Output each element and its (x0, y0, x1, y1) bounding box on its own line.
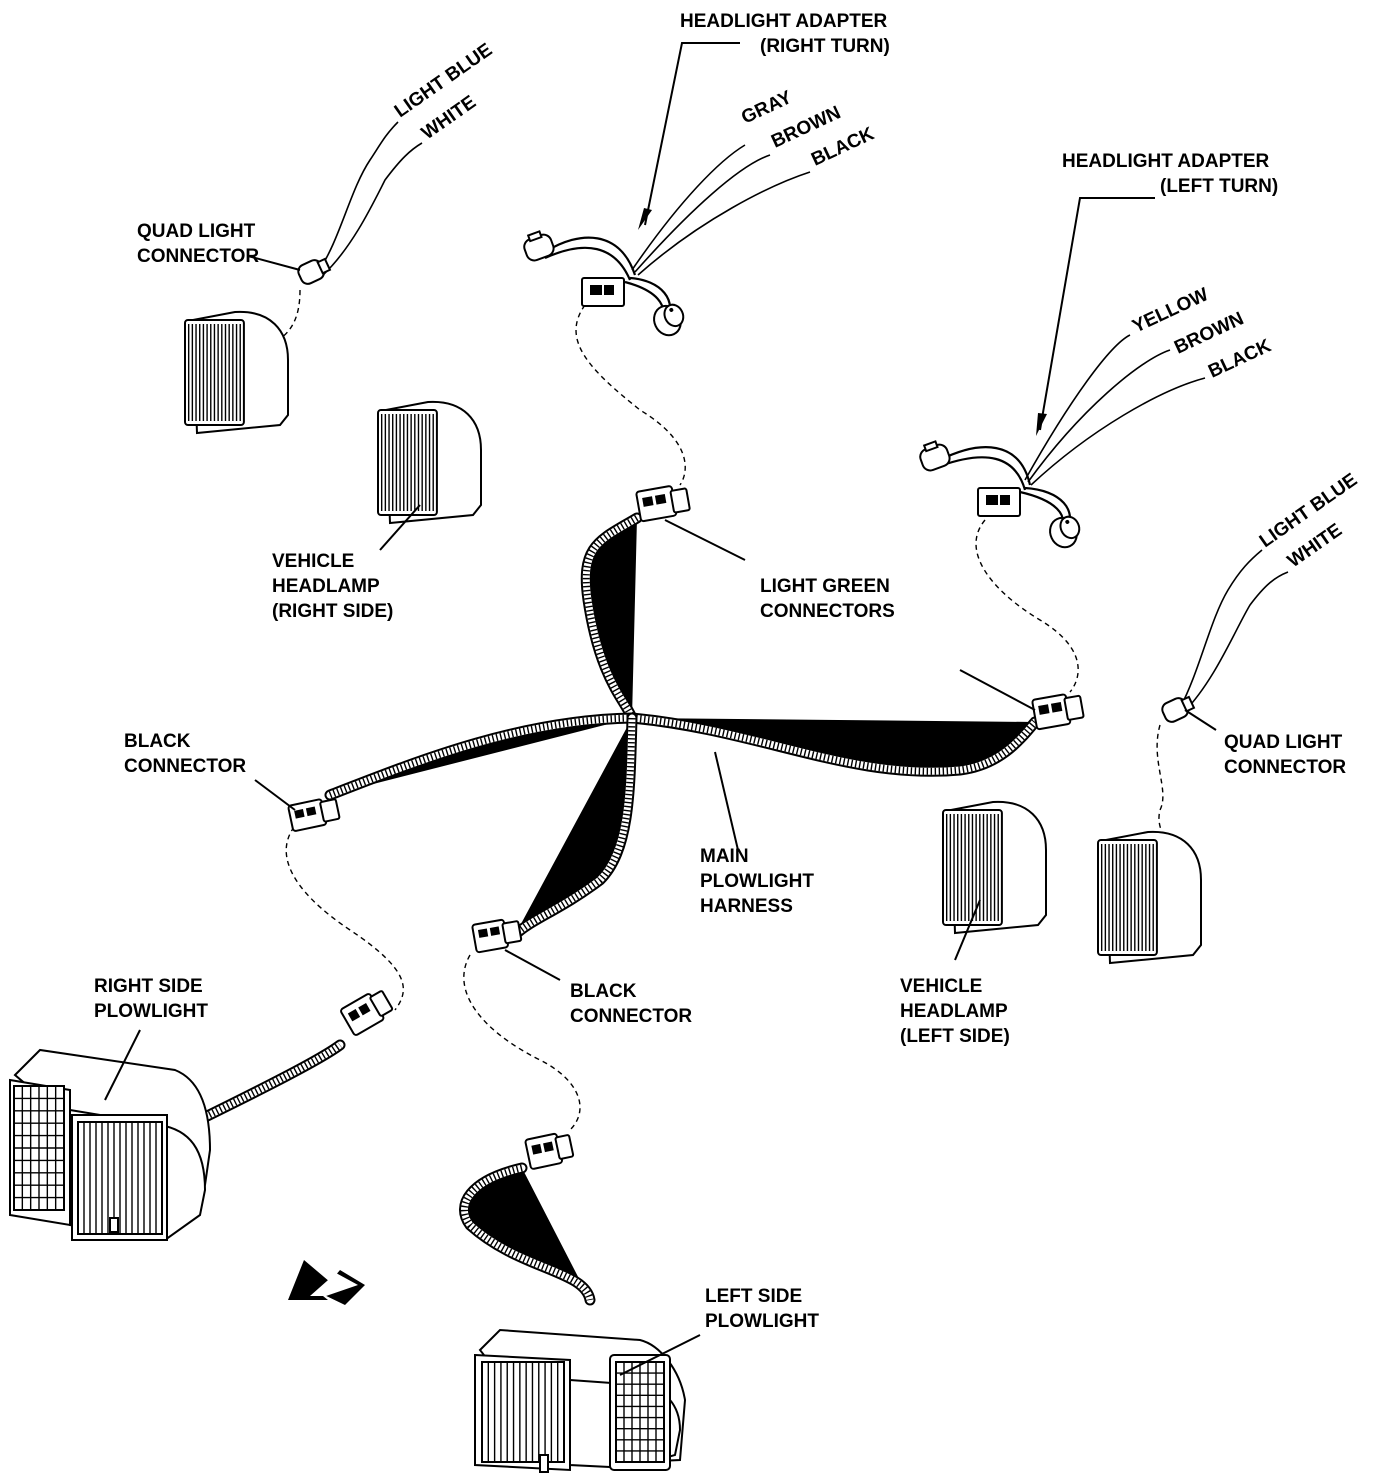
label-rsp-1: RIGHT SIDE (94, 976, 203, 997)
label-veh-left-3: (LEFT SIDE) (900, 1026, 1010, 1047)
headlight-adapter-right-turn (523, 144, 811, 337)
plowlight-connector-right (340, 990, 394, 1036)
black-connector-left (287, 798, 341, 832)
quad-light-connector-right (297, 121, 423, 285)
labels: HEADLIGHT ADAPTER (RIGHT TURN) GRAY BROW… (94, 11, 1361, 1332)
label-quad-l-1: QUAD LIGHT (1224, 732, 1343, 753)
label-green-2: CONNECTORS (760, 601, 895, 622)
right-side-plowlight (9, 1048, 212, 1242)
label-adapter-right-1: HEADLIGHT ADAPTER (680, 11, 888, 32)
label-veh-right-1: VEHICLE (272, 551, 354, 572)
label-black-a-1: BLACK (124, 731, 191, 752)
left-plowlight-side-lens (615, 1361, 665, 1463)
harness-ribs (193, 1042, 343, 1126)
quad-lamp-right (184, 310, 289, 435)
label-main-1: MAIN (700, 846, 749, 867)
lamps (184, 310, 1202, 965)
label-adapter-right-2: (RIGHT TURN) (760, 36, 890, 57)
main-plowlight-harness (195, 518, 1035, 1300)
label-main-3: HARNESS (700, 896, 793, 917)
left-side-plowlight (474, 1328, 687, 1473)
label-quad-r-2: CONNECTOR (137, 246, 259, 267)
harness-loom (189, 512, 1041, 1306)
right-plowlight-lens (77, 1121, 163, 1235)
label-veh-right-2: HEADLAMP (272, 576, 380, 597)
label-lsp-1: LEFT SIDE (705, 1286, 802, 1307)
label-veh-left-2: HEADLAMP (900, 1001, 1008, 1022)
black-connector-bottom (471, 918, 523, 954)
label-black-a-2: CONNECTOR (124, 756, 246, 777)
label-veh-right-3: (RIGHT SIDE) (272, 601, 393, 622)
label-quad-r-1: QUAD LIGHT (137, 221, 256, 242)
connection-dashes (269, 289, 1167, 1131)
headlight-adapter-left-turn (919, 334, 1206, 549)
label-wire-gray: GRAY (738, 87, 795, 129)
vehicle-headlamp-left (942, 800, 1047, 935)
vehicle-headlamp-right (377, 400, 482, 525)
label-veh-left-1: VEHICLE (900, 976, 982, 997)
harness-ribs (461, 1164, 594, 1302)
harness-core (326, 714, 636, 799)
label-rsp-2: PLOWLIGHT (94, 1001, 208, 1022)
label-quad-l-2: CONNECTOR (1224, 757, 1346, 778)
light-green-connector-top (635, 485, 691, 523)
right-plowlight-side-lens (13, 1085, 65, 1211)
leader-lines (104, 42, 1217, 1376)
label-black-b-1: BLACK (570, 981, 637, 1002)
harness-ribs (582, 514, 639, 720)
left-plowlight-lens (481, 1361, 565, 1463)
light-green-connector-right (1031, 693, 1085, 731)
harness-ribs (631, 714, 1038, 775)
label-black-b-2: CONNECTOR (570, 1006, 692, 1027)
harness-ribs (512, 717, 636, 938)
direction-arrow-icon (288, 1260, 365, 1305)
label-lsp-2: PLOWLIGHT (705, 1311, 819, 1332)
quad-light-connector-left (1161, 549, 1289, 723)
label-adapter-left-1: HEADLIGHT ADAPTER (1062, 151, 1270, 172)
label-main-2: PLOWLIGHT (700, 871, 814, 892)
quad-lamp-left (1097, 830, 1202, 965)
label-adapter-left-2: (LEFT TURN) (1160, 176, 1278, 197)
label-green-1: LIGHT GREEN (760, 576, 890, 597)
label-wire-black-l: BLACK (1205, 335, 1274, 382)
plowlight-connector-left (524, 1132, 575, 1170)
